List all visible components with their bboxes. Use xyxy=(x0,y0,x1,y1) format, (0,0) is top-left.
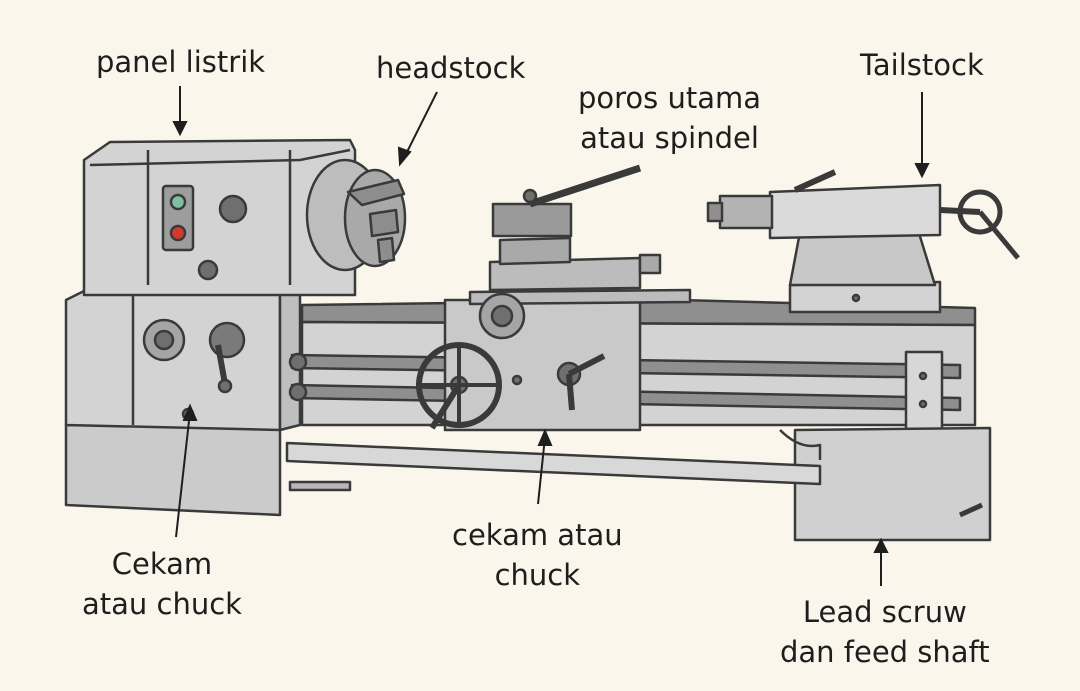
tool-post xyxy=(491,202,573,238)
label-cekam-left: Cekam atau chuck xyxy=(82,547,242,621)
label-tailstock: Tailstock xyxy=(860,48,984,82)
apron xyxy=(443,298,642,432)
tailstock-center xyxy=(706,201,724,223)
cross-slide xyxy=(488,256,642,292)
tailstock-body xyxy=(788,280,942,314)
label-arrows xyxy=(172,86,930,586)
feed-shaft xyxy=(285,441,822,486)
chuck-jaw-2 xyxy=(368,208,400,238)
saddle xyxy=(468,288,692,306)
tailstock-barrel xyxy=(768,183,942,240)
headstock-base-slot xyxy=(288,480,352,492)
headstock-housing xyxy=(82,138,357,297)
chuck-jaw-3 xyxy=(376,236,396,264)
compound-rest xyxy=(498,236,572,266)
label-panel-listrik: panel listrik xyxy=(96,45,266,79)
headstock-housing-top xyxy=(89,148,351,167)
arrow-headstock xyxy=(403,91,438,159)
tailstock-quill xyxy=(718,194,774,230)
end-bracket xyxy=(904,350,944,434)
label-cekam-center: cekam atau chuck xyxy=(452,518,623,592)
indicator-green-light xyxy=(169,193,187,211)
arrow-cekam-center xyxy=(537,436,546,505)
chuck-jaw-1 xyxy=(346,178,406,207)
panel-knob xyxy=(218,194,248,224)
label-lead-screw: Lead scruw dan feed shaft xyxy=(780,595,990,669)
gear-lever-hub xyxy=(208,321,246,359)
arrow-cekam-left xyxy=(175,411,191,538)
headstock-base xyxy=(64,423,282,517)
right-pedestal xyxy=(793,426,992,542)
label-poros-utama: poros utama atau spindel xyxy=(578,81,762,155)
indicator-red-light xyxy=(169,224,187,242)
label-headstock: headstock xyxy=(376,51,526,85)
panel-small-knob xyxy=(197,259,219,281)
